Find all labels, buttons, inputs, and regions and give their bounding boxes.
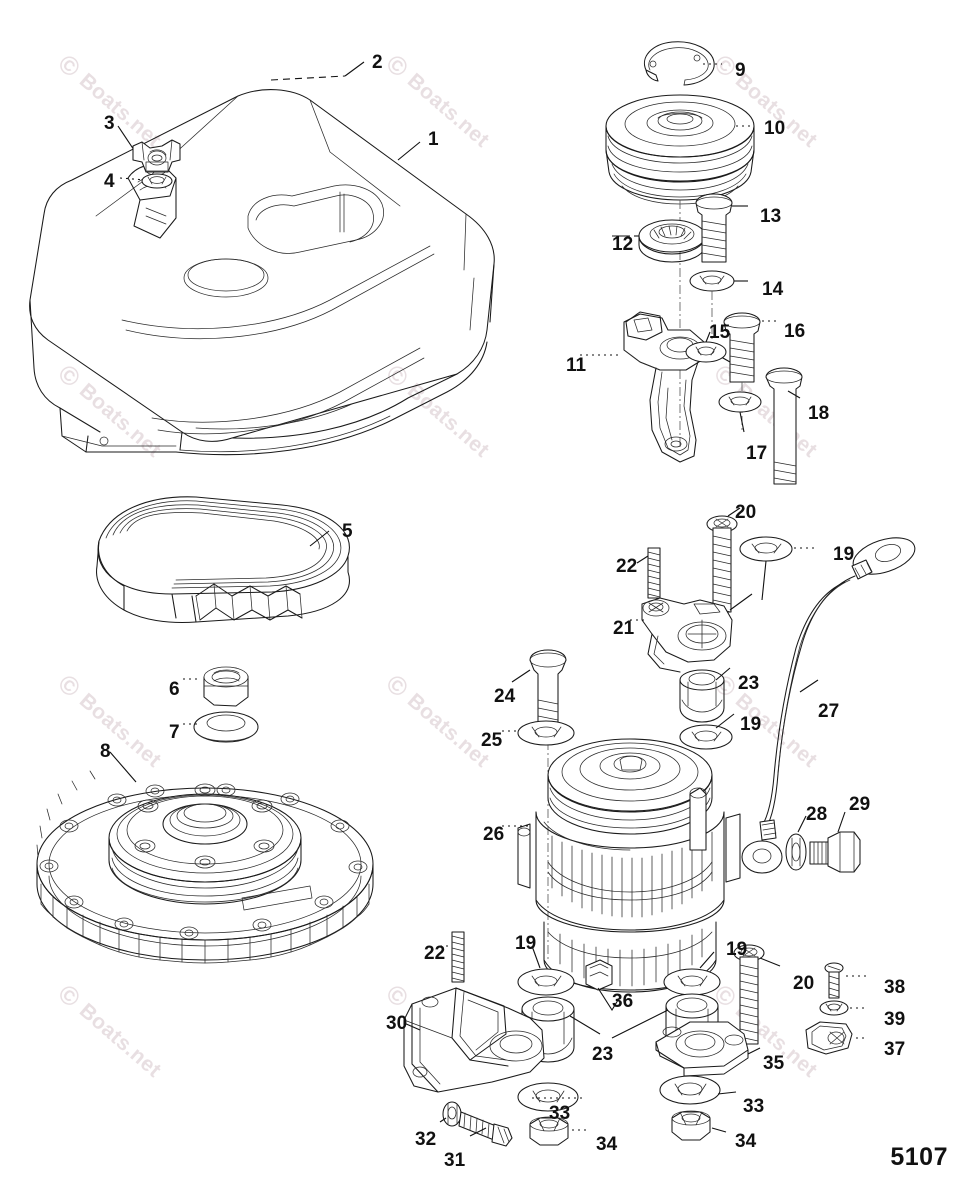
spacer-23b-art (521, 996, 601, 1063)
mount-plate-art (655, 1021, 761, 1077)
callout-bolt-24: 24 (494, 686, 516, 707)
callout-washer-33: 33 (743, 1096, 765, 1117)
callout-flywheel-ring-gear-8: 8 (100, 741, 111, 762)
callout-stud-22: 22 (424, 943, 446, 964)
flywheel-art (36, 751, 374, 964)
washer-39-art (819, 1000, 868, 1016)
connector-37-art (805, 1021, 868, 1055)
callout-wing-nut-3: 3 (104, 113, 115, 134)
bolt-24-art (511, 649, 567, 960)
washer-19-art (739, 536, 818, 601)
callout-washer-4: 4 (104, 171, 115, 192)
stud-22b-art (440, 931, 465, 983)
callout-spacer-bushing-23: 23 (592, 1044, 614, 1065)
mounting-bracket-art (403, 987, 545, 1093)
callout-washer-25: 25 (481, 730, 503, 751)
washer-17-art (718, 391, 762, 433)
callout-bolt-20: 20 (793, 973, 815, 994)
washer-4-art (141, 173, 173, 189)
locknut-34b-art (671, 1110, 727, 1141)
retaining-ring-art (644, 41, 722, 86)
callout-mounting-bracket-30: 30 (386, 1013, 408, 1034)
callout-flywheel-washer-7: 7 (169, 722, 180, 743)
washer-14-art (689, 270, 748, 340)
bearing-art (612, 219, 706, 263)
bolt-20b-art (733, 944, 781, 1045)
wing-nut-art (132, 139, 181, 173)
callout-washer-17: 17 (746, 443, 768, 464)
callout-bearing-12: 12 (612, 234, 634, 255)
bolt-29-art (809, 811, 861, 873)
callout-flywheel-cover-1: 1 (428, 129, 439, 150)
callout-lock-washer-28: 28 (806, 804, 828, 825)
callout-alternator-26: 26 (483, 824, 505, 845)
washer-33-art (517, 1082, 582, 1112)
washer-19c-art (517, 945, 575, 996)
diagram-number: 5107 (890, 1143, 948, 1171)
callout-adjuster-bracket-21: 21 (613, 618, 635, 639)
bolt-16-art (723, 312, 776, 430)
callout-washer-19: 19 (833, 544, 855, 565)
callout-stud-22: 22 (616, 556, 638, 577)
callout-mount-plate-35: 35 (763, 1053, 785, 1074)
pulley-bracket-art (580, 311, 731, 463)
alternator-art (502, 738, 741, 1012)
callout-screw-38: 38 (884, 977, 906, 998)
screw-38-art (824, 962, 868, 999)
callout-bolt-16: 16 (784, 321, 806, 342)
callout-washer-15: 15 (709, 322, 731, 343)
callout-cover-decal-2: 2 (372, 52, 383, 73)
flywheel-nut-art (183, 666, 249, 707)
washer-32-art (439, 1101, 462, 1127)
washer-19b-art (679, 713, 735, 750)
callout-bolt-13: 13 (760, 206, 782, 227)
flywheel-cover-art (29, 61, 495, 456)
battery-cable-art (741, 537, 916, 874)
stud-22-art (636, 547, 661, 599)
callout-terminal-36: 36 (612, 991, 634, 1012)
callout-retaining-ring-9: 9 (735, 60, 746, 81)
callout-washer-32: 32 (415, 1129, 437, 1150)
callout-spacer-bushing-23: 23 (738, 673, 760, 694)
callout-bolt-29: 29 (849, 794, 871, 815)
callout-locknut-34: 34 (735, 1131, 757, 1152)
callout-washer-14: 14 (762, 279, 784, 300)
callout-serpentine-belt-5: 5 (342, 521, 353, 542)
callout-washer-19: 19 (515, 933, 537, 954)
callout-bolt-20: 20 (735, 502, 757, 523)
callout-locknut-34: 34 (596, 1134, 618, 1155)
serpentine-belt-art (96, 496, 350, 623)
drive-pulley-art (605, 94, 755, 448)
callout-long-bolt-18: 18 (808, 403, 830, 424)
washer-33b-art (659, 1075, 737, 1105)
bolt-13-art (695, 193, 748, 263)
adjuster-bracket-art (630, 593, 753, 673)
washer-19d-art (663, 951, 721, 996)
spacer-23-art (679, 667, 731, 723)
bolt-31-art (458, 1111, 513, 1147)
callout-washer-33: 33 (549, 1103, 571, 1124)
bolt-20-art (706, 507, 741, 613)
long-bolt-18-art (765, 367, 803, 485)
washer-15-art (685, 331, 727, 363)
callout-washer-19: 19 (726, 939, 748, 960)
locknut-34-art (529, 1116, 588, 1146)
callout-washer-39: 39 (884, 1009, 906, 1030)
callout-battery-cable-27: 27 (818, 701, 840, 722)
callout-connector-37: 37 (884, 1039, 906, 1060)
lock-washer-28-art (785, 815, 807, 871)
flywheel-washer-art (183, 711, 259, 743)
callout-drive-pulley-10: 10 (764, 118, 786, 139)
callout-pulley-bracket-11: 11 (566, 355, 587, 376)
washer-25-art (502, 720, 575, 746)
callout-washer-19: 19 (740, 714, 762, 735)
callout-flywheel-nut-6: 6 (169, 679, 180, 700)
callout-bolt-31: 31 (444, 1150, 466, 1171)
